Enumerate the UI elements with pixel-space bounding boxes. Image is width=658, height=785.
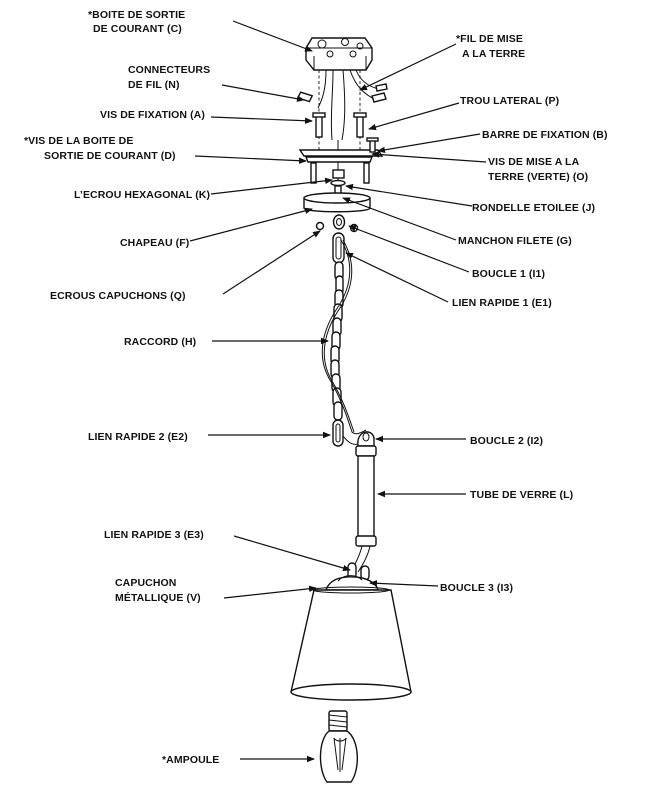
cord [321, 239, 367, 435]
junction-box [305, 37, 373, 71]
label-ground-wire-line2: A LA TERRE [462, 48, 525, 60]
label-star-washer: RONDELLE ETOILEE (J) [472, 202, 595, 214]
label-ground-wire-line1: *FIL DE MISE [456, 33, 523, 45]
mounting-screws [312, 112, 367, 138]
chain [330, 261, 344, 421]
quick-link-2 [332, 419, 365, 447]
label-outlet-box-screws-line1: *VIS DE LA BOITE DE [24, 135, 133, 147]
loop-1 [332, 214, 346, 230]
label-cap-nuts: ECROUS CAPUCHONS (Q) [50, 290, 186, 302]
label-outlet-box-screws-line2: SORTIE DE COURANT (D) [44, 150, 176, 162]
canopy [303, 192, 371, 213]
cross-bar [298, 149, 384, 163]
label-quick-link-2: LIEN RAPIDE 2 (E2) [88, 431, 188, 443]
label-coupling: RACCORD (H) [124, 336, 196, 348]
wire-connectors [296, 83, 388, 103]
label-loop-2: BOUCLE 2 (I2) [470, 435, 543, 447]
labels: *BOITE DE SORTIE DE COURANT (C) *FIL DE … [24, 9, 608, 766]
label-ground-screw-line1: VIS DE MISE A LA [488, 156, 580, 168]
label-loop-3: BOUCLE 3 (I3) [440, 582, 513, 594]
label-cross-bar: BARRE DE FIXATION (B) [482, 129, 608, 141]
label-loop-1: BOUCLE 1 (I1) [472, 268, 545, 280]
label-metal-cap-line1: CAPUCHON [115, 577, 176, 589]
leader-lines [189, 20, 487, 763]
label-side-hole: TROU LATERAL (P) [460, 95, 559, 107]
label-wire-connectors-line2: DE FIL (N) [128, 79, 180, 91]
label-threaded-nipple: MANCHON FILETE (G) [458, 235, 572, 247]
quick-link-1 [332, 232, 345, 264]
label-glass-tube: TUBE DE VERRE (L) [470, 489, 573, 501]
loop-2 [357, 431, 375, 447]
lamp-shade [290, 586, 412, 701]
label-metal-cap-line2: MÉTALLIQUE (V) [115, 591, 201, 604]
label-quick-link-3: LIEN RAPIDE 3 (E3) [104, 529, 204, 541]
glass-tube [355, 445, 377, 547]
outlet-box-screws [310, 162, 370, 184]
label-ground-screw-line2: TERRE (VERTE) (O) [488, 171, 588, 183]
label-quick-link-1: LIEN RAPIDE 1 (E1) [452, 297, 552, 309]
label-bulb: *AMPOULE [162, 754, 219, 766]
label-hex-nut: L’ECROU HEXAGONAL (K) [74, 189, 210, 201]
label-wire-connectors-line1: CONNECTEURS [128, 64, 210, 76]
label-canopy: CHAPEAU (F) [120, 237, 189, 249]
loop-3-quick-link-3 [347, 545, 371, 581]
light-bulb [319, 710, 358, 783]
label-mounting-screws: VIS DE FIXATION (A) [100, 109, 205, 121]
label-junction-box-line2: DE COURANT (C) [93, 23, 182, 35]
label-junction-box-line1: *BOITE DE SORTIE [88, 9, 185, 21]
